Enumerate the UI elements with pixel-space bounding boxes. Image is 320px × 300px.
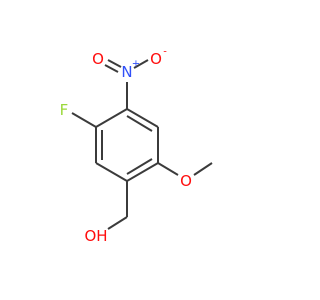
atom-n-charge: + [132, 59, 140, 70]
bond-c4-c5 [95, 108, 128, 128]
bond-c5-f [71, 112, 97, 128]
benzene-ring [95, 108, 159, 182]
bond-c1-c2-inner [126, 158, 153, 175]
molecule-structure: F N + O O - O OH [60, 47, 213, 245]
bond-c3-c4-inner [126, 115, 153, 132]
atom-o1-label: O [92, 50, 104, 68]
atom-n-label: N [121, 63, 132, 81]
bond-ch2-oh [107, 216, 128, 230]
atom-o3-label: O [180, 172, 192, 190]
bond-n-o2 [133, 59, 149, 69]
atom-o2-label: O [150, 50, 162, 68]
bond-c3-c4 [126, 108, 159, 128]
bond-o3-ch3 [193, 162, 213, 176]
atom-o2-charge: - [163, 47, 167, 58]
bond-c6-c1 [95, 162, 128, 182]
bond-n-o1-double [104, 64, 119, 73]
bond-n-o1 [107, 59, 122, 68]
bond-c1-c2 [126, 162, 159, 182]
atom-f-label: F [60, 101, 69, 119]
bond-c2-o3 [157, 162, 179, 176]
atom-oh-label: OH [84, 227, 107, 245]
